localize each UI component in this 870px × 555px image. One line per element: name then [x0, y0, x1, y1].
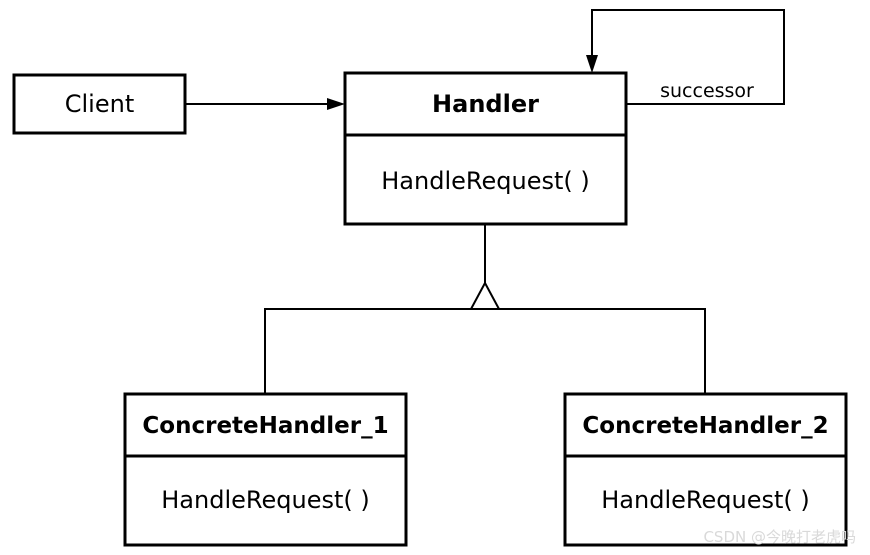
- inheritance-triangle-icon: [469, 280, 501, 310]
- concrete-handler-2-method: HandleRequest( ): [601, 486, 809, 514]
- concrete-handler-2-name: ConcreteHandler_2: [582, 413, 828, 439]
- association-arrowhead-icon: [327, 98, 345, 110]
- concrete-handler-1-class: ConcreteHandler_1 HandleRequest( ): [123, 392, 408, 547]
- successor-association: successor: [586, 9, 785, 105]
- handler-method: HandleRequest( ): [381, 167, 589, 195]
- successor-arrowhead-icon: [586, 55, 598, 73]
- client-label: Client: [65, 90, 134, 118]
- client-handler-association: [185, 98, 345, 110]
- client-class: Client: [12, 73, 187, 135]
- successor-label: successor: [660, 80, 754, 102]
- concrete-handler-1-name: ConcreteHandler_1: [142, 413, 388, 439]
- inheritance-tree: [264, 224, 706, 394]
- concrete-handler-2-class: ConcreteHandler_2 HandleRequest( ): [563, 392, 848, 547]
- handler-class: Handler HandleRequest( ): [343, 71, 628, 226]
- watermark: CSDN @今晚打老虎吗: [703, 528, 856, 546]
- concrete-handler-1-method: HandleRequest( ): [161, 486, 369, 514]
- handler-name: Handler: [432, 90, 539, 118]
